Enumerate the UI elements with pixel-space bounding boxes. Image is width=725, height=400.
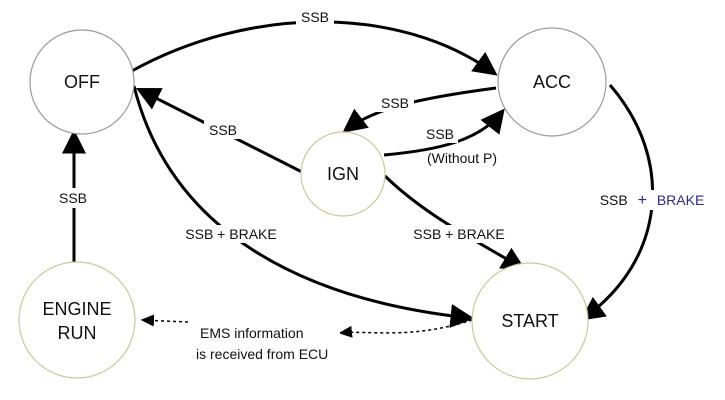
edge-acc-to-ign: [342, 86, 497, 133]
state-acc-label: ACC: [533, 72, 571, 92]
state-engine-run-circle: [18, 261, 136, 379]
state-start-circle: [471, 262, 589, 380]
state-start: START: [471, 262, 589, 380]
state-ign: IGN: [300, 131, 386, 217]
state-acc: ACC: [497, 27, 607, 137]
label-ems-line1: EMS information: [200, 325, 303, 341]
label-acc-to-start-plus: +: [638, 192, 647, 209]
label-off-to-acc: SSB: [301, 9, 329, 25]
edge-off-to-start: [132, 85, 475, 328]
state-off: OFF: [29, 29, 135, 135]
label-ign-to-acc-line2: (Without P): [427, 150, 497, 166]
label-ign-to-off: SSB: [209, 122, 237, 138]
label-acc-to-start-ssb: SSB: [600, 192, 628, 208]
label-ign-to-start: SSB + BRAKE: [413, 226, 504, 242]
state-acc-circle: [497, 27, 607, 137]
label-acc-to-ign: SSB: [381, 95, 409, 111]
label-ems-line2: is received from ECU: [196, 346, 328, 362]
label-ign-to-acc-line1: SSB: [426, 126, 454, 142]
state-start-label: START: [501, 311, 558, 331]
state-off-circle: [29, 29, 135, 135]
label-acc-to-start: SSB + BRAKE: [600, 192, 705, 209]
edge-ign-to-start: [383, 174, 526, 271]
edge-start-to-engine-run: [338, 319, 473, 338]
edge-off-to-acc: [129, 20, 498, 76]
state-ign-circle: [300, 131, 386, 217]
state-engine-run-label-line2: RUN: [58, 323, 97, 343]
state-off-label: OFF: [64, 72, 100, 92]
edge-start-to-engine-run-tail: [140, 314, 189, 327]
state-ign-label: IGN: [327, 164, 359, 184]
state-engine-run: ENGINE RUN: [18, 261, 136, 379]
state-engine-run-label-line1: ENGINE: [42, 299, 111, 319]
label-off-to-start: SSB + BRAKE: [185, 226, 276, 242]
label-engine-run-to-off: SSB: [59, 190, 87, 206]
label-acc-to-start-brake: BRAKE: [657, 192, 704, 208]
